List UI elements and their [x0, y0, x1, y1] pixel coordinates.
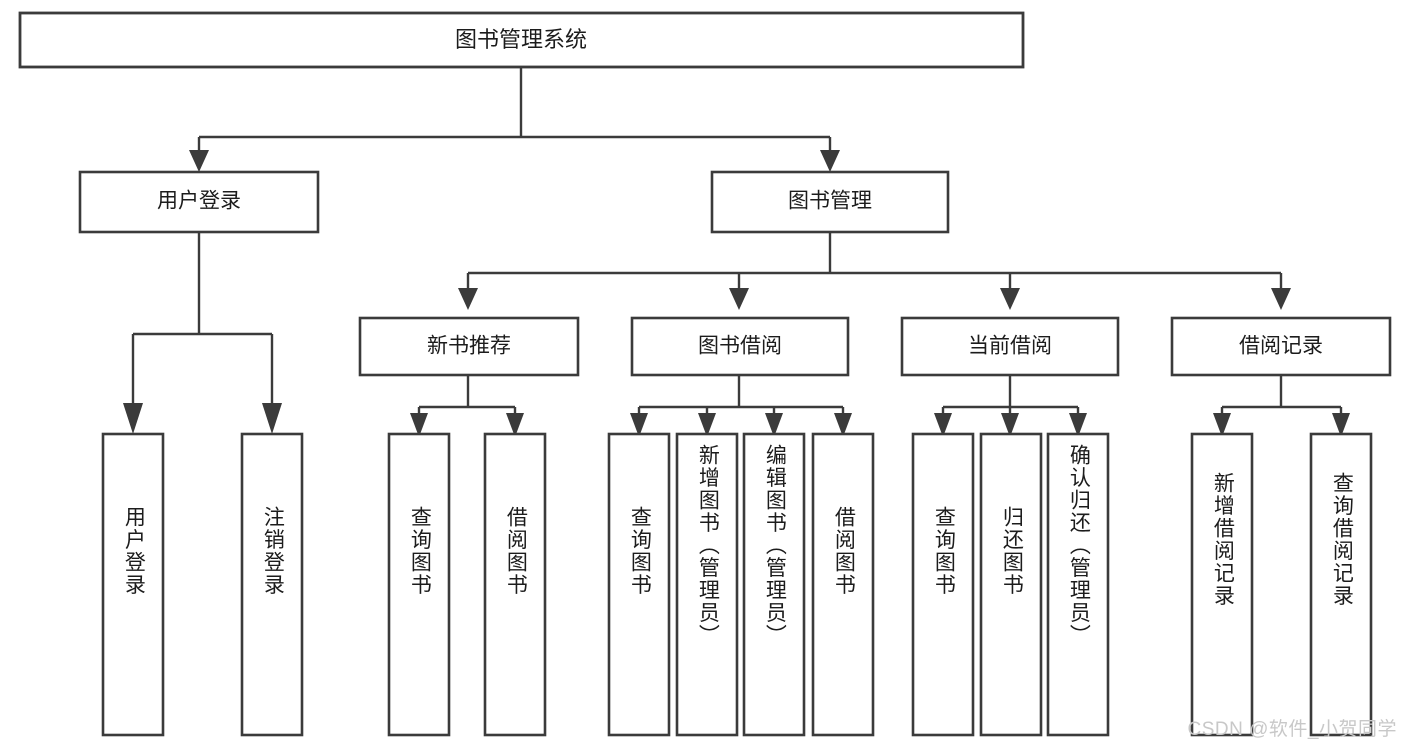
- leaf-confirm-return-admin-box[interactable]: [1046, 432, 1110, 737]
- node-current-borrow-box[interactable]: [900, 316, 1120, 377]
- arrowhead-icon: [820, 150, 840, 172]
- node-borrow-record-box[interactable]: [1170, 316, 1392, 377]
- watermark-text: CSDN @软件_小贺同学: [1187, 719, 1397, 740]
- leaf-logout-box[interactable]: [240, 432, 304, 737]
- arrowhead-icon: [934, 413, 952, 437]
- leaf-edit-book-admin-box[interactable]: [742, 432, 806, 737]
- node-current-borrow-label: 当前借阅: [968, 335, 1052, 358]
- arrowhead-icon: [458, 288, 478, 310]
- node-borrow-record-label: 借阅记录: [1239, 335, 1323, 358]
- arrowhead-icon: [1332, 413, 1350, 437]
- node-root-label: 图书管理系统: [455, 27, 587, 52]
- arrowhead-icon: [765, 413, 783, 437]
- node-book-borrow-label: 图书借阅: [698, 335, 782, 358]
- arrowheads-layer: [123, 150, 1350, 437]
- leaf-query-book-current-box[interactable]: [911, 432, 975, 737]
- arrowhead-icon: [189, 150, 209, 172]
- leaf-user-login-box[interactable]: [101, 432, 165, 737]
- node-root-box[interactable]: [18, 11, 1025, 69]
- arrowhead-icon: [123, 403, 143, 434]
- node-book-management-label: 图书管理: [788, 190, 872, 213]
- leaf-query-borrow-record-box[interactable]: [1309, 432, 1373, 737]
- leaf-add-book-admin-box[interactable]: [675, 432, 739, 737]
- leaf-borrow-book-box[interactable]: [811, 432, 875, 737]
- nodes-layer: 图书管理系统 用户登录 图书管理 新书推荐 图书借阅 当前借阅 借阅记录: [18, 11, 1392, 737]
- node-user-login-label: 用户登录: [157, 190, 241, 213]
- arrowhead-icon: [1213, 413, 1231, 437]
- arrowhead-icon: [262, 403, 282, 434]
- node-book-borrow-box[interactable]: [630, 316, 850, 377]
- node-new-book-recommend-box[interactable]: [358, 316, 580, 377]
- arrowhead-icon: [1000, 288, 1020, 310]
- arrowhead-icon: [834, 413, 852, 437]
- arrowhead-icon: [1001, 413, 1019, 437]
- node-book-management-box[interactable]: [710, 170, 950, 234]
- arrowhead-icon: [1271, 288, 1291, 310]
- node-new-book-recommend-label: 新书推荐: [427, 335, 511, 358]
- leaf-borrow-book-recommend-box[interactable]: [483, 432, 547, 737]
- arrowhead-icon: [729, 288, 749, 310]
- arrowhead-icon: [1069, 413, 1087, 437]
- leaf-add-borrow-record-box[interactable]: [1190, 432, 1254, 737]
- arrowhead-icon: [698, 413, 716, 437]
- arrowhead-icon: [630, 413, 648, 437]
- node-user-login-box[interactable]: [78, 170, 320, 234]
- leaf-query-book-borrow-box[interactable]: [607, 432, 671, 737]
- arrowhead-icon: [506, 413, 524, 437]
- leaf-query-book-recommend-box[interactable]: [387, 432, 451, 737]
- arrowhead-icon: [410, 413, 428, 437]
- leaf-return-book-box[interactable]: [979, 432, 1043, 737]
